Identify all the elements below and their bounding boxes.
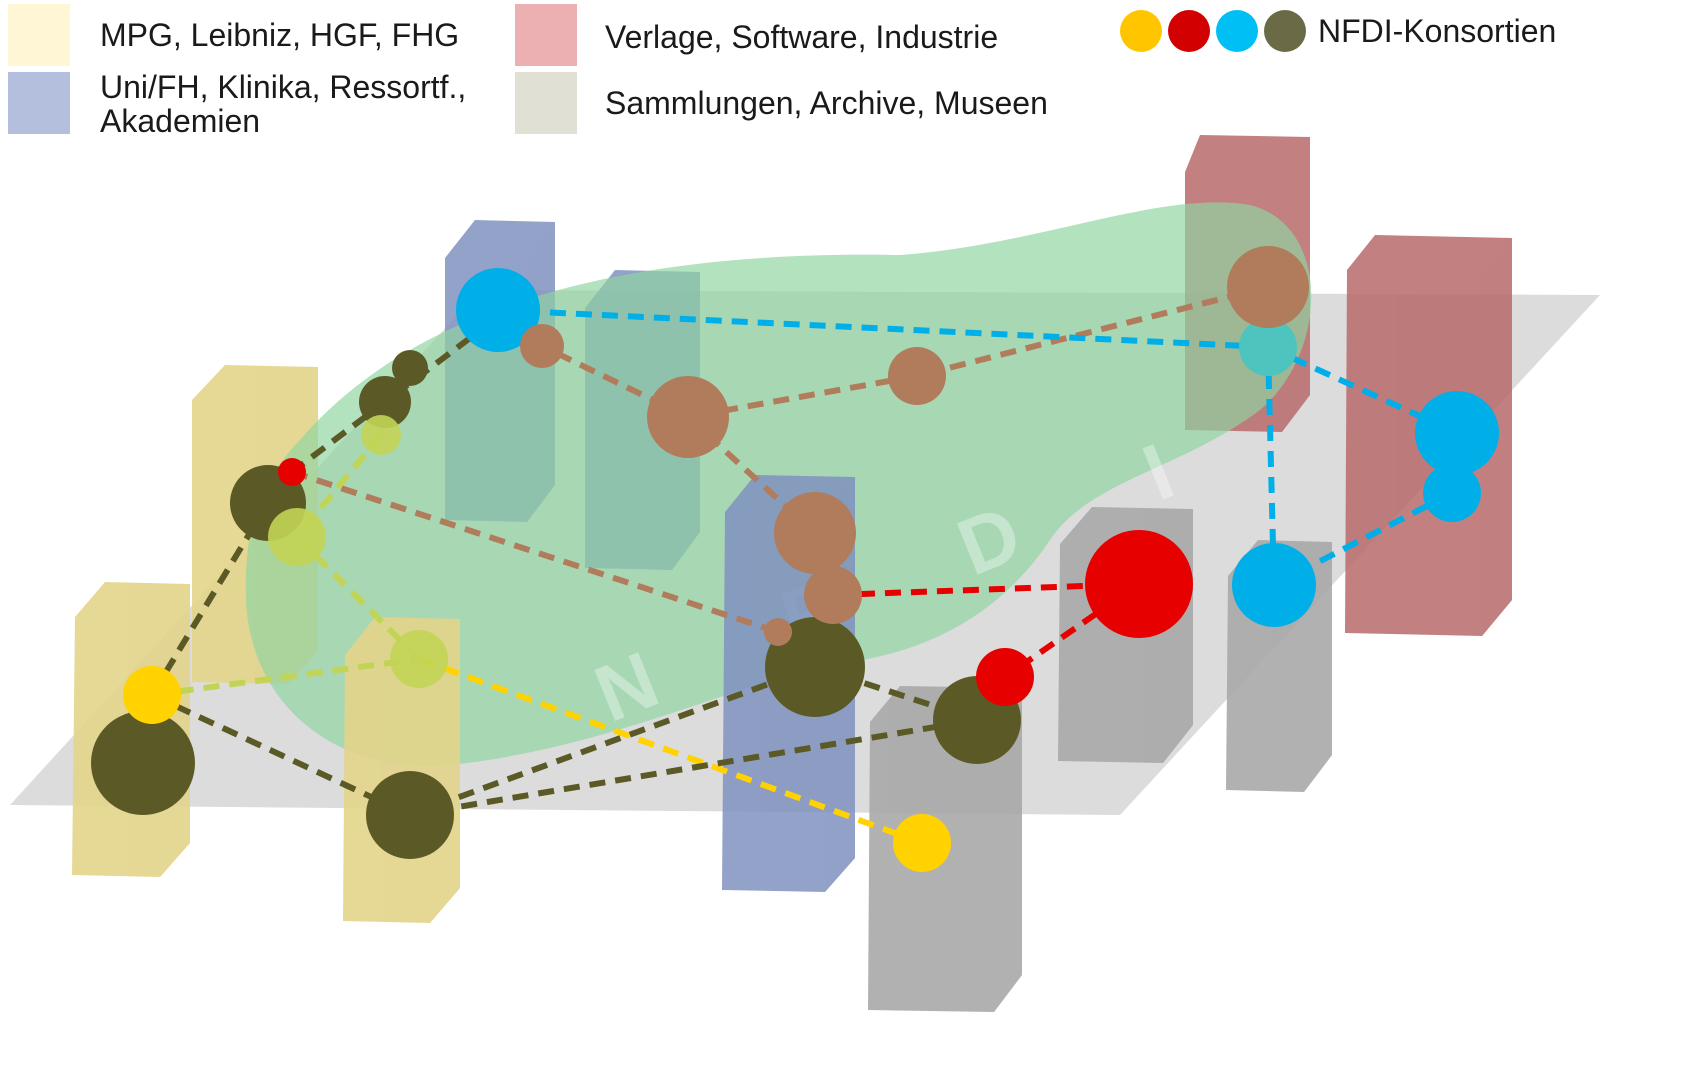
legend-swatch-research-orgs [8, 4, 70, 66]
node-red-2 [976, 648, 1034, 706]
legend: MPG, Leibniz, HGF, FHG Uni/FH, Klinika, … [0, 0, 1685, 150]
legend-dot-red [1168, 10, 1210, 52]
legend-label-collections: Sammlungen, Archive, Museen [605, 85, 1048, 121]
node-lime-3 [361, 415, 401, 455]
node-olive-3 [765, 617, 865, 717]
node-brown-1 [1227, 246, 1309, 328]
legend-swatch-universities [8, 72, 70, 134]
node-olive-2 [366, 771, 454, 859]
legend-label-universities: Uni/FH, Klinika, Ressortf., Akademien [100, 69, 467, 139]
node-yellow-2 [893, 814, 951, 872]
nodes [91, 246, 1499, 872]
node-brown-6 [804, 566, 862, 624]
node-lime-1 [268, 508, 326, 566]
node-cyan-1 [456, 268, 540, 352]
node-brown-4 [520, 324, 564, 368]
node-cyan-4 [1232, 543, 1316, 627]
node-lime-2 [390, 630, 448, 688]
node-olive-6 [359, 376, 411, 428]
legend-dot-cyan [1216, 10, 1258, 52]
node-teal-1 [1239, 318, 1297, 376]
node-brown-2 [888, 347, 946, 405]
legend-label-consortia: NFDI-Konsortien [1318, 13, 1557, 49]
legend-dot-yellow [1120, 10, 1162, 52]
node-brown-3 [647, 376, 729, 458]
node-cyan-2 [1415, 391, 1499, 475]
node-brown-7 [764, 618, 792, 646]
node-yellow-1 [123, 666, 181, 724]
edges-yellow [417, 656, 924, 846]
legend-swatch-collections [515, 72, 577, 134]
node-red-1 [1085, 530, 1193, 638]
node-cyan-3 [1423, 464, 1481, 522]
node-olive-7 [392, 350, 428, 386]
legend-label-publishers: Verlage, Software, Industrie [605, 19, 999, 55]
legend-label-research-orgs: MPG, Leibniz, HGF, FHG [100, 17, 460, 53]
node-olive-1 [91, 711, 195, 815]
node-red-3 [278, 458, 306, 486]
legend-swatch-publishers [515, 4, 577, 66]
node-brown-5 [774, 492, 856, 574]
legend-dot-olive [1264, 10, 1306, 52]
